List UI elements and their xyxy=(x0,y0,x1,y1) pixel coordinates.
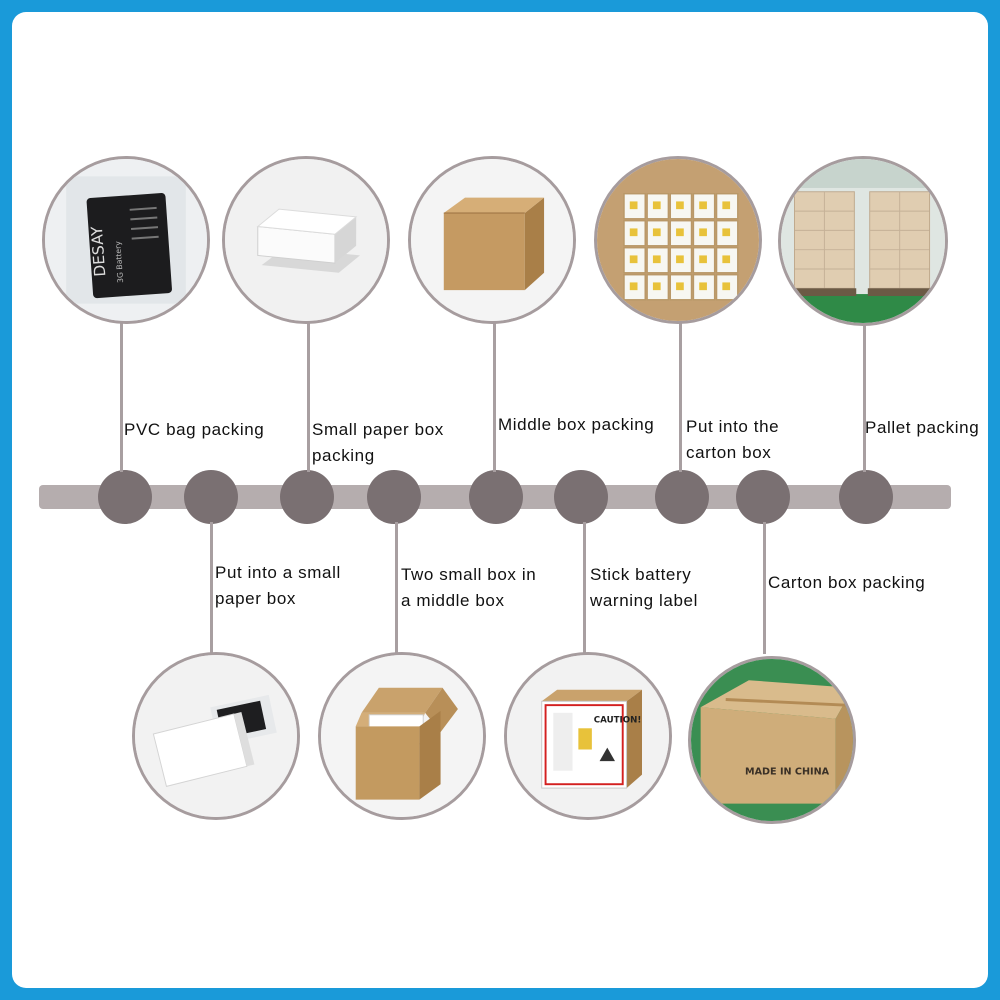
photo-box-warning-label: CAUTION! xyxy=(504,652,672,820)
timeline-node-pvc-bag xyxy=(98,470,152,524)
carton-illustration: MADE IN CHINA xyxy=(691,659,853,821)
battery-into-box-illustration xyxy=(135,655,297,817)
warning-label-illustration: CAUTION! xyxy=(507,655,669,817)
photo-white-paper-boxes xyxy=(222,156,390,324)
photo-kraft-middle-box xyxy=(408,156,576,324)
label-carton-box-packing: Carton box packing xyxy=(768,573,926,592)
connector-two-small-box xyxy=(395,522,398,654)
warning-title-text: CAUTION! xyxy=(594,716,642,726)
infographic-frame: PVC bag packing Small paper box packing … xyxy=(12,12,988,988)
photo-sealed-carton: MADE IN CHINA xyxy=(688,656,856,824)
pallets-illustration xyxy=(781,159,945,323)
connector-middle-box xyxy=(493,322,496,472)
timeline-node-small-box xyxy=(280,470,334,524)
battery-in-bag-illustration: DESAY 3G Battery xyxy=(45,159,207,321)
timeline-node-carton-packing xyxy=(736,470,790,524)
white-boxes-illustration xyxy=(225,159,387,321)
label-middle-box-packing: Middle box packing xyxy=(498,415,655,434)
label-put-into-small-paper-box: Put into a small paper box xyxy=(215,563,341,608)
label-two-small-box-middle-box: Two small box in a middle box xyxy=(401,565,537,610)
connector-warning-label xyxy=(583,522,586,654)
connector-small-box xyxy=(307,322,310,472)
timeline-node-warning-label xyxy=(554,470,608,524)
battery-tag-text: 3G Battery xyxy=(113,240,125,283)
label-put-into-carton-box: Put into the carton box xyxy=(686,417,780,462)
label-pvc-bag-packing: PVC bag packing xyxy=(124,420,265,439)
label-stick-warning-label: Stick battery warning label xyxy=(590,565,698,610)
timeline-node-put-small-box xyxy=(184,470,238,524)
battery-brand-text: DESAY xyxy=(88,225,110,277)
carton-grid-illustration xyxy=(597,159,759,321)
open-box-illustration xyxy=(321,655,483,817)
connector-pvc-bag xyxy=(120,322,123,472)
photo-battery-pvc-bag: DESAY 3G Battery xyxy=(42,156,210,324)
photo-battery-into-paper-box xyxy=(132,652,300,820)
photo-wrapped-pallets xyxy=(778,156,948,326)
photo-open-middle-box xyxy=(318,652,486,820)
label-small-paper-box-packing: Small paper box packing xyxy=(312,420,444,465)
connector-pallet xyxy=(863,322,866,472)
connector-carton-box xyxy=(679,322,682,472)
carton-print-text: MADE IN CHINA xyxy=(745,767,830,778)
kraft-box-illustration xyxy=(411,159,573,321)
timeline-node-two-small-box xyxy=(367,470,421,524)
photo-boxes-in-carton xyxy=(594,156,762,324)
timeline-node-carton-box xyxy=(655,470,709,524)
timeline-node-middle-box xyxy=(469,470,523,524)
timeline-node-pallet xyxy=(839,470,893,524)
label-pallet-packing: Pallet packing xyxy=(865,418,980,437)
connector-put-small-box xyxy=(210,522,213,654)
connector-carton-packing xyxy=(763,522,766,654)
